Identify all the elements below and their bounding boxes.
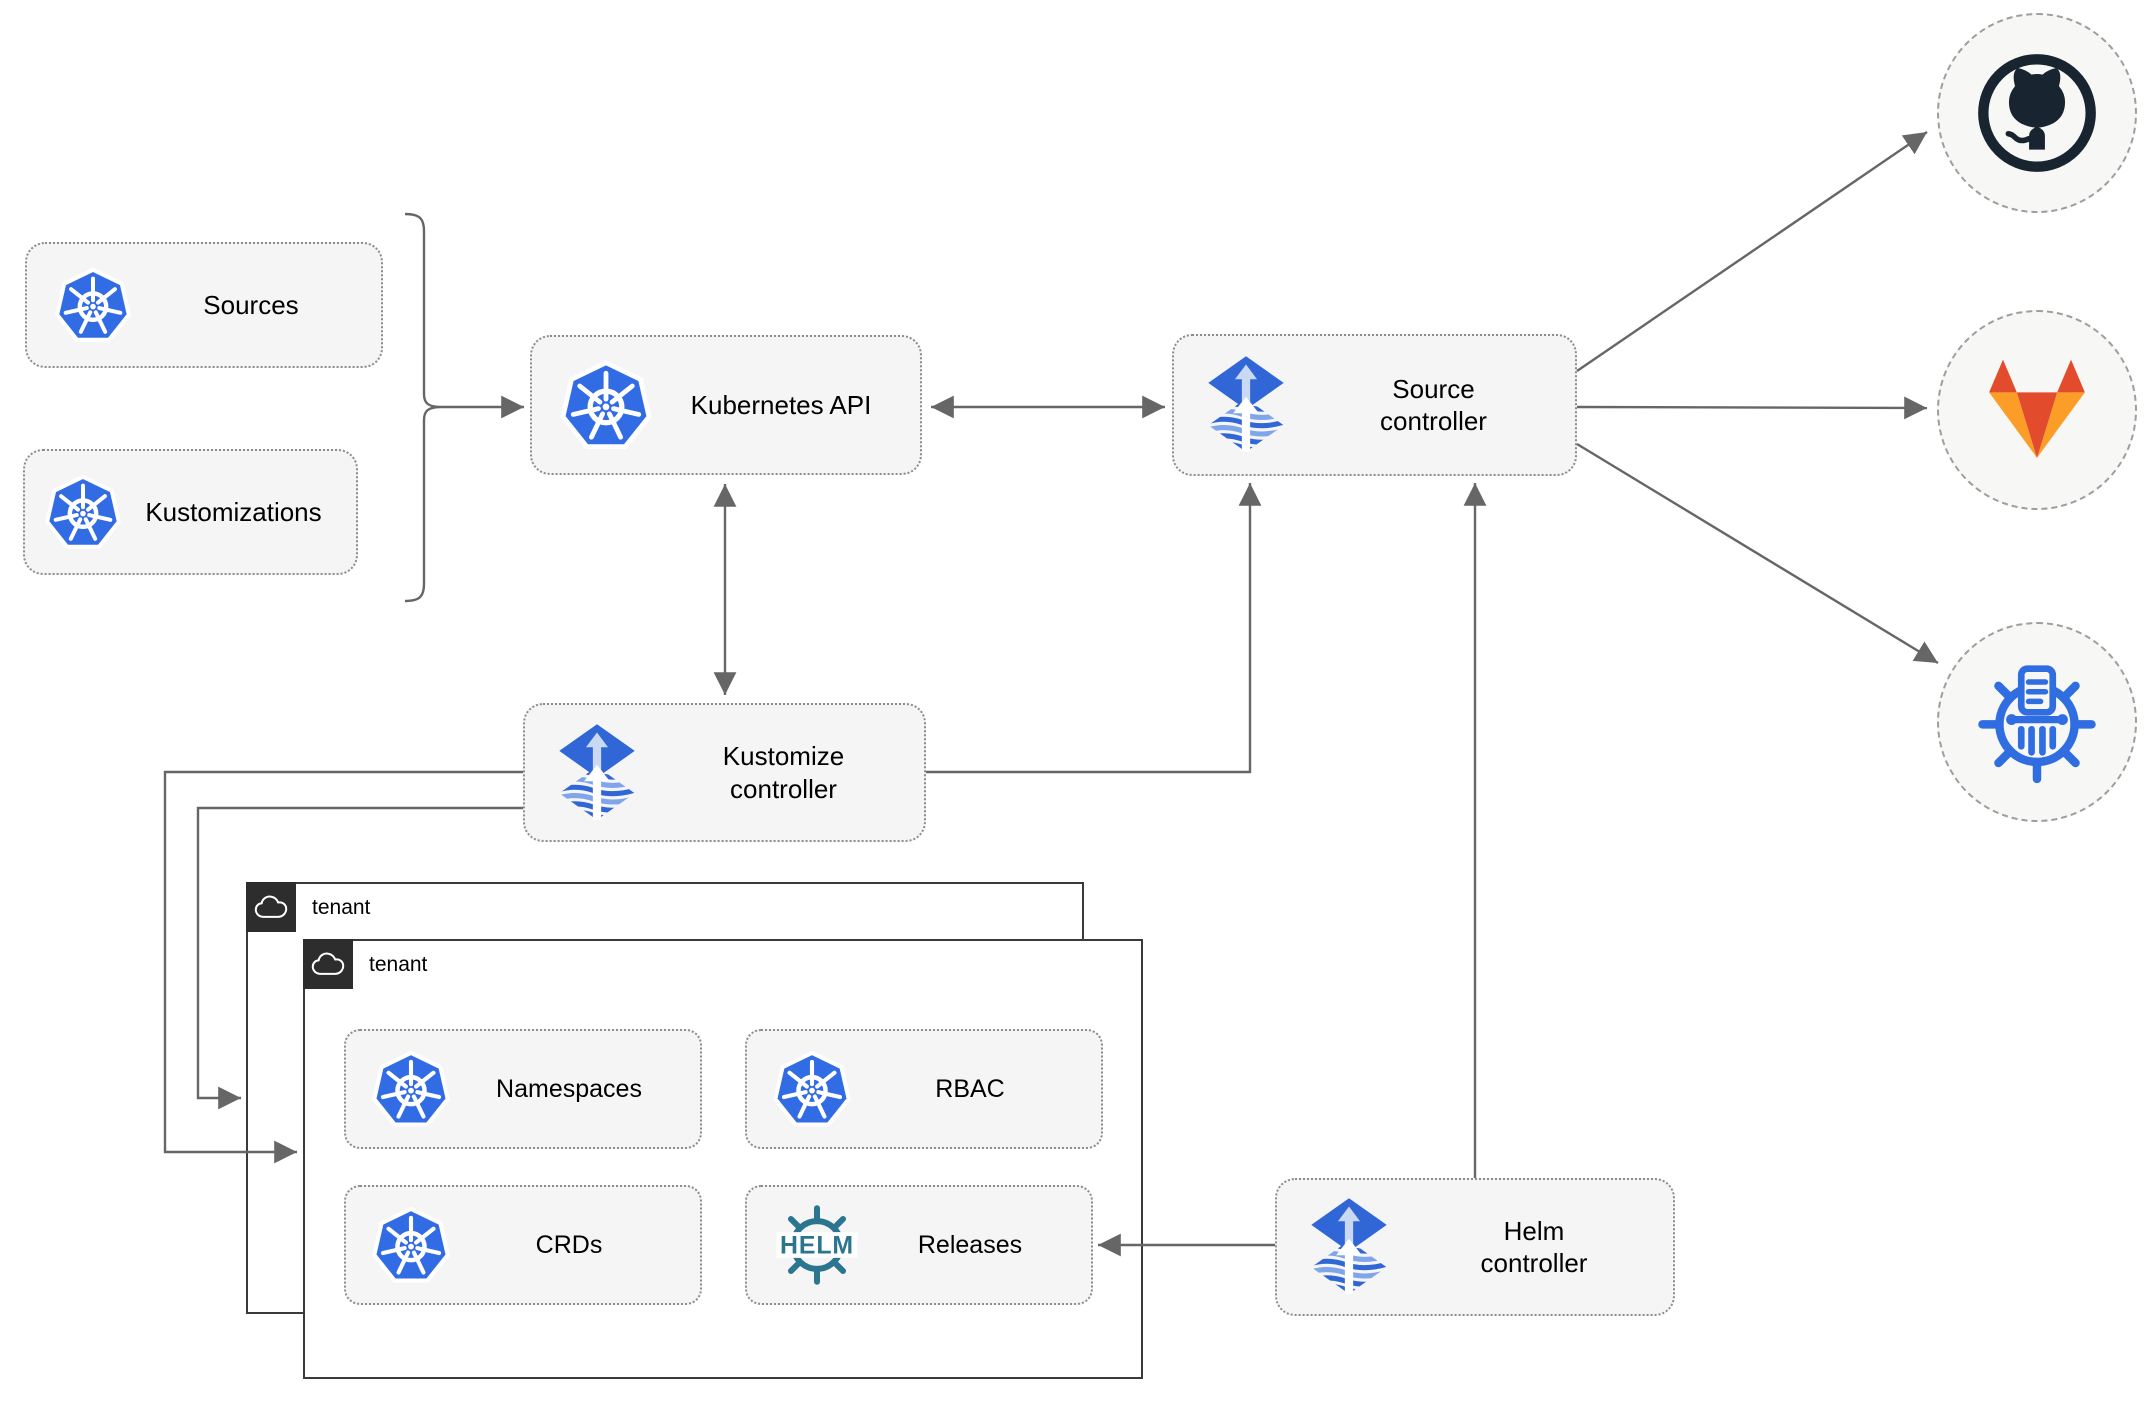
connector-source-helmrepo: [1576, 442, 1939, 665]
node-kustomize-controller: Kustomize controller: [523, 703, 926, 842]
external-helm-repository: [1937, 622, 2137, 822]
node-label: Kustomizations: [145, 496, 322, 527]
gitlab-icon: [1974, 347, 2100, 473]
node-label: CRDs: [535, 1230, 603, 1259]
cloud-icon: [251, 890, 291, 924]
tenant-label: tenant: [312, 896, 371, 919]
node-label: Sources: [203, 289, 299, 320]
helm-icon: [771, 1199, 863, 1291]
kubernetes-icon: [43, 472, 123, 552]
external-gitlab: [1937, 310, 2137, 510]
flux-icon: [551, 722, 643, 824]
node-namespaces: Namespaces: [344, 1029, 702, 1149]
connector-kustomize-source: [926, 483, 1262, 774]
node-label: Releases: [917, 1230, 1023, 1259]
node-kustomizations: Kustomizations: [23, 449, 358, 575]
cloud-icon: [308, 947, 348, 981]
node-source-controller: Source controller: [1172, 334, 1577, 476]
tenant-label: tenant: [369, 953, 428, 976]
node-crds: CRDs: [344, 1185, 702, 1305]
node-label: Kustomize controller: [722, 741, 845, 804]
node-releases: Releases: [745, 1185, 1093, 1305]
node-rbac: RBAC: [745, 1029, 1103, 1149]
kubernetes-icon: [53, 265, 133, 345]
kubernetes-icon: [370, 1204, 452, 1286]
connector-source-gitlab: [1576, 396, 1928, 420]
github-icon: [1976, 52, 2098, 174]
node-label: Helm controller: [1480, 1215, 1588, 1279]
flux-icon: [1200, 354, 1292, 456]
node-label: Kubernetes API: [690, 389, 872, 420]
kubernetes-icon: [558, 357, 654, 453]
connector-source-github: [1576, 131, 1928, 372]
external-github: [1937, 13, 2137, 213]
helm-repository-icon: [1974, 659, 2100, 785]
node-label: Namespaces: [496, 1074, 642, 1103]
connector-group-bracket: [404, 212, 442, 603]
tenant-box-front: tenant Namespaces RBAC CRDs Releases: [303, 939, 1143, 1379]
node-label: Source controller: [1380, 373, 1487, 437]
kubernetes-icon: [370, 1048, 452, 1130]
node-kubernetes-api: Kubernetes API: [530, 335, 922, 475]
kubernetes-icon: [771, 1048, 853, 1130]
node-helm-controller: Helm controller: [1275, 1178, 1675, 1316]
node-sources: Sources: [25, 242, 383, 368]
flux-icon: [1303, 1196, 1395, 1298]
node-label: RBAC: [935, 1074, 1005, 1103]
tenant-tab: [246, 882, 296, 932]
tenant-tab: [303, 939, 353, 989]
